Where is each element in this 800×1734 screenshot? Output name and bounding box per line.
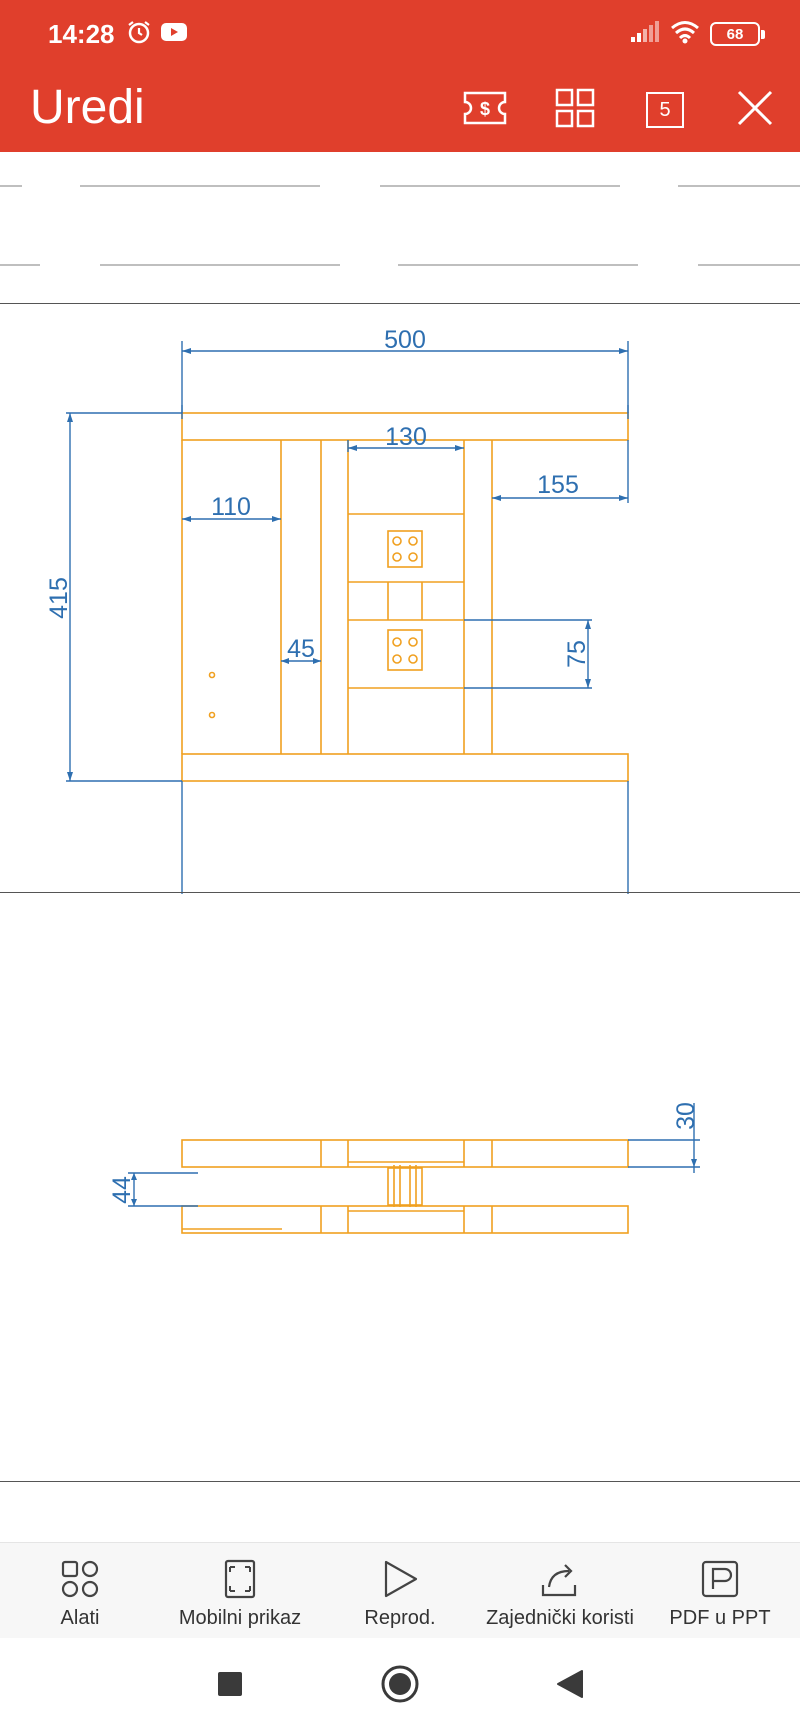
- back-button[interactable]: [540, 1656, 600, 1716]
- side-view-drawing: 30 44: [108, 1102, 700, 1234]
- top-rail: [181, 412, 629, 441]
- slide-count-button[interactable]: 5: [620, 68, 710, 152]
- bottom-rail: [181, 753, 629, 782]
- mobile-view-button[interactable]: Mobilni prikaz: [160, 1543, 320, 1638]
- bolt-plate-upper: [387, 530, 423, 568]
- dim-thickness-30: 30: [672, 1102, 700, 1130]
- back-icon: [556, 1669, 584, 1704]
- svg-text:$: $: [480, 99, 490, 119]
- tools-button[interactable]: Alati: [0, 1543, 160, 1638]
- dim-top-width: 500: [384, 326, 426, 354]
- home-icon: [380, 1664, 420, 1709]
- dim-plate-75: 75: [563, 640, 591, 668]
- lower-beam: [181, 1205, 629, 1234]
- dim-gap-44: 44: [108, 1176, 136, 1204]
- previous-slide-fragment: [0, 185, 800, 266]
- bottom-toolbar: Alati Mobilni prikaz Reprod. Zajednički …: [0, 1542, 800, 1638]
- youtube-icon: [160, 21, 188, 48]
- app-actions: $ 5: [440, 68, 800, 152]
- play-button[interactable]: Reprod.: [320, 1543, 480, 1638]
- dim-gap-45: 45: [287, 635, 315, 663]
- alarm-icon: [126, 19, 152, 50]
- bolt-plate-lower: [387, 629, 423, 671]
- upper-beam: [181, 1139, 629, 1168]
- slide-separator: [0, 303, 800, 304]
- play-icon: [378, 1557, 422, 1601]
- pdf-to-ppt-button[interactable]: PDF u PPT: [640, 1543, 800, 1638]
- slides-view[interactable]: 500 130 155 110 45 500 415 75: [0, 152, 800, 1542]
- dim-height-415: 415: [45, 577, 73, 619]
- status-icons-right: 68: [630, 18, 765, 50]
- slide-separator: [0, 892, 800, 893]
- tools-icon: [58, 1557, 102, 1601]
- dim-left-110: 110: [211, 493, 251, 521]
- tools-label: Alati: [60, 1607, 100, 1629]
- header: 14:28 68 Uredi: [0, 0, 800, 152]
- navigation-bar: [0, 1638, 800, 1734]
- grid-icon: [555, 88, 595, 133]
- share-button[interactable]: Zajednički koristi: [480, 1543, 640, 1638]
- recents-button[interactable]: [200, 1656, 260, 1716]
- connector-plate: [387, 1167, 423, 1206]
- pdf-to-ppt-icon: [698, 1557, 742, 1601]
- share-icon: [538, 1557, 582, 1601]
- app-bar: Uredi $ 5: [0, 68, 800, 152]
- top-view-drawing: 500 130 155 110 45 500 415 75: [45, 326, 629, 894]
- status-icons-left: [126, 18, 188, 50]
- home-button[interactable]: [370, 1656, 430, 1716]
- ticket-button[interactable]: $: [440, 68, 530, 152]
- slide-separator: [0, 1481, 800, 1482]
- status-bar: 14:28 68: [0, 0, 800, 68]
- dim-right-155: 155: [537, 471, 579, 499]
- recents-icon: [217, 1671, 243, 1702]
- signal-icon: [630, 20, 660, 48]
- status-time: 14:28: [48, 19, 115, 49]
- close-icon: [736, 89, 774, 132]
- close-button[interactable]: [710, 68, 800, 152]
- wifi-icon: [670, 20, 700, 49]
- slide-count-icon: 5: [646, 92, 684, 128]
- play-label: Reprod.: [364, 1607, 436, 1629]
- share-label: Zajednički koristi: [486, 1607, 634, 1629]
- mobile-view-label: Mobilni prikaz: [178, 1607, 302, 1629]
- battery-icon: 68: [710, 22, 765, 46]
- dim-inner-130: 130: [385, 423, 427, 451]
- app-title: Uredi: [30, 81, 145, 134]
- ticket-icon: $: [462, 88, 508, 133]
- mobile-view-icon: [218, 1557, 262, 1601]
- slide-count: 5: [659, 98, 671, 121]
- pdf-to-ppt-label: PDF u PPT: [669, 1607, 771, 1629]
- grid-button[interactable]: [530, 68, 620, 152]
